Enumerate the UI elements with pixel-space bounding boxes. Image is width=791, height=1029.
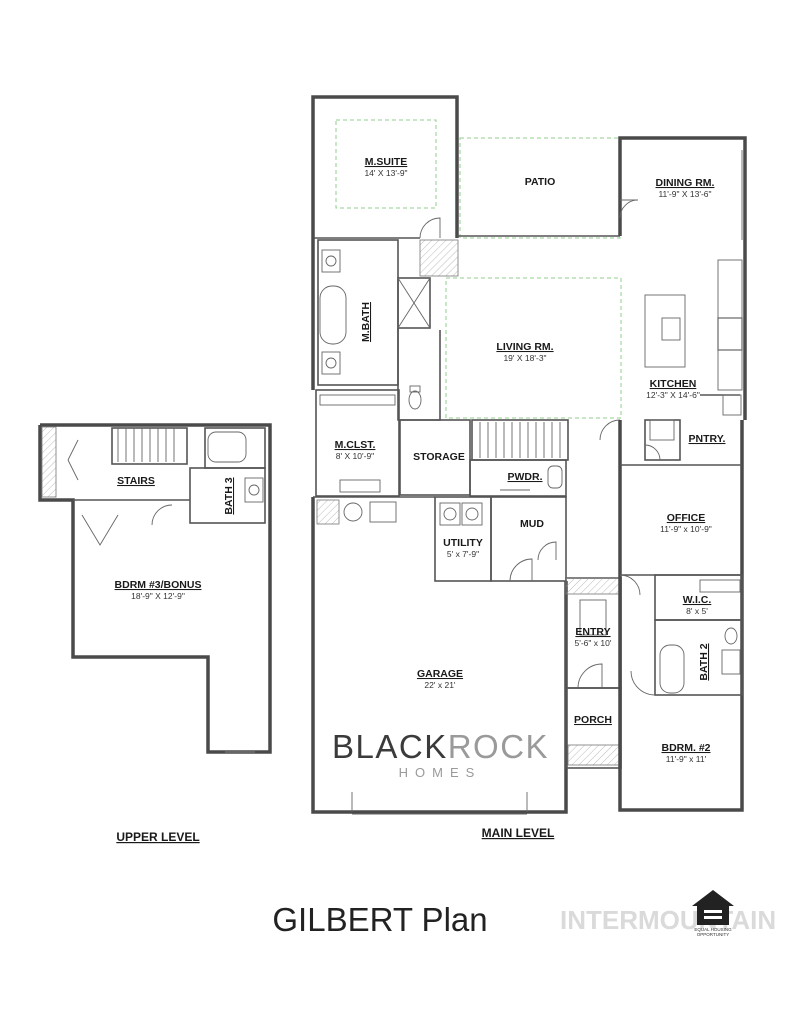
mud-room (490, 496, 567, 582)
kitchen-island (644, 294, 686, 368)
label-bath2: BATH 2 (698, 643, 710, 680)
master-closet (315, 389, 400, 497)
bath-3-room (189, 467, 266, 524)
label-pwdr: PWDR. (508, 471, 543, 483)
eho-line2: OPPORTUNITY (697, 932, 729, 937)
dims-bdrm2: 11'-9" x 11' (666, 754, 707, 764)
label-bdrm2: BDRM. #2 (661, 742, 710, 754)
label-msuite: M.SUITE (365, 156, 408, 168)
dims-kitchen: 12'-3" X 14'-6" (646, 390, 700, 400)
dims-dining: 11'-9" X 13'-6" (658, 189, 711, 199)
house-icon (692, 890, 734, 906)
label-entry: ENTRY (575, 626, 610, 638)
label-mclst: M.CLST. (335, 439, 376, 451)
label-stairs: STAIRS (117, 475, 155, 487)
master-bath-room (317, 239, 399, 386)
label-pntry: PNTRY. (689, 433, 726, 445)
label-storage: STORAGE (413, 451, 465, 463)
powder-room (469, 459, 567, 497)
label-living: LIVING RM. (496, 341, 553, 353)
dims-garage: 22' x 21' (424, 680, 456, 690)
living-outline (445, 277, 622, 419)
toilet (408, 390, 422, 410)
dining-walls (618, 136, 747, 420)
patio-outline (459, 137, 621, 239)
plan-title: GILBERT Plan (272, 901, 487, 938)
master-suite-ceiling (335, 119, 437, 209)
brand-name: BLACKROCK (332, 728, 549, 765)
equal-housing-logo: EQUAL HOUSING OPPORTUNITY (692, 890, 734, 937)
label-mbath: M.BATH (360, 302, 372, 342)
label-wic: W.I.C. (683, 594, 712, 606)
label-porch: PORCH (574, 714, 612, 726)
bathtub (319, 285, 347, 345)
storage-room (399, 419, 471, 496)
upper-level-caption: UPPER LEVEL (116, 830, 199, 844)
dims-utility: 5' x 7'-9" (447, 549, 479, 559)
dims-wic: 8' x 5' (686, 606, 708, 616)
upper-stair (111, 427, 188, 465)
label-mud: MUD (520, 518, 544, 530)
shower (397, 277, 431, 329)
brand-logo: BLACKROCK HOMES (332, 728, 549, 780)
main-level-caption: MAIN LEVEL (482, 826, 555, 840)
dims-entry: 5'-6" x 10' (575, 638, 612, 648)
label-bath3: BATH 3 (223, 477, 235, 514)
room-labels: M.SUITE 14' X 13'-9" PATIO DINING RM. 11… (115, 156, 726, 764)
main-level-plan (311, 95, 747, 815)
brand-sub: HOMES (399, 765, 482, 780)
dims-living: 19' X 18'-3" (503, 353, 546, 363)
bath-2-room (654, 619, 743, 696)
dims-office: 11'-9" x 10'-9" (660, 524, 712, 534)
label-kitchen: KITCHEN (650, 378, 697, 390)
label-office: OFFICE (667, 512, 706, 524)
watermark: INTERMOUNTAIN (560, 905, 776, 935)
eho-line1: EQUAL HOUSING (694, 927, 732, 932)
dims-msuite: 14' X 13'-9" (364, 168, 407, 178)
dims-mclst: 8' X 10'-9" (336, 451, 374, 461)
label-dining: DINING RM. (656, 177, 715, 189)
master-suite-walls (311, 95, 459, 238)
door-swing (419, 217, 441, 239)
label-patio: PATIO (525, 176, 556, 188)
label-utility: UTILITY (443, 537, 483, 549)
upper-level-plan (38, 423, 272, 754)
label-bdrm3: BDRM #3/BONUS (115, 579, 202, 591)
upper-level-walls (38, 423, 272, 754)
label-garage: GARAGE (417, 668, 463, 680)
dims-bdrm3: 18'-9" X 12'-9" (131, 591, 185, 601)
